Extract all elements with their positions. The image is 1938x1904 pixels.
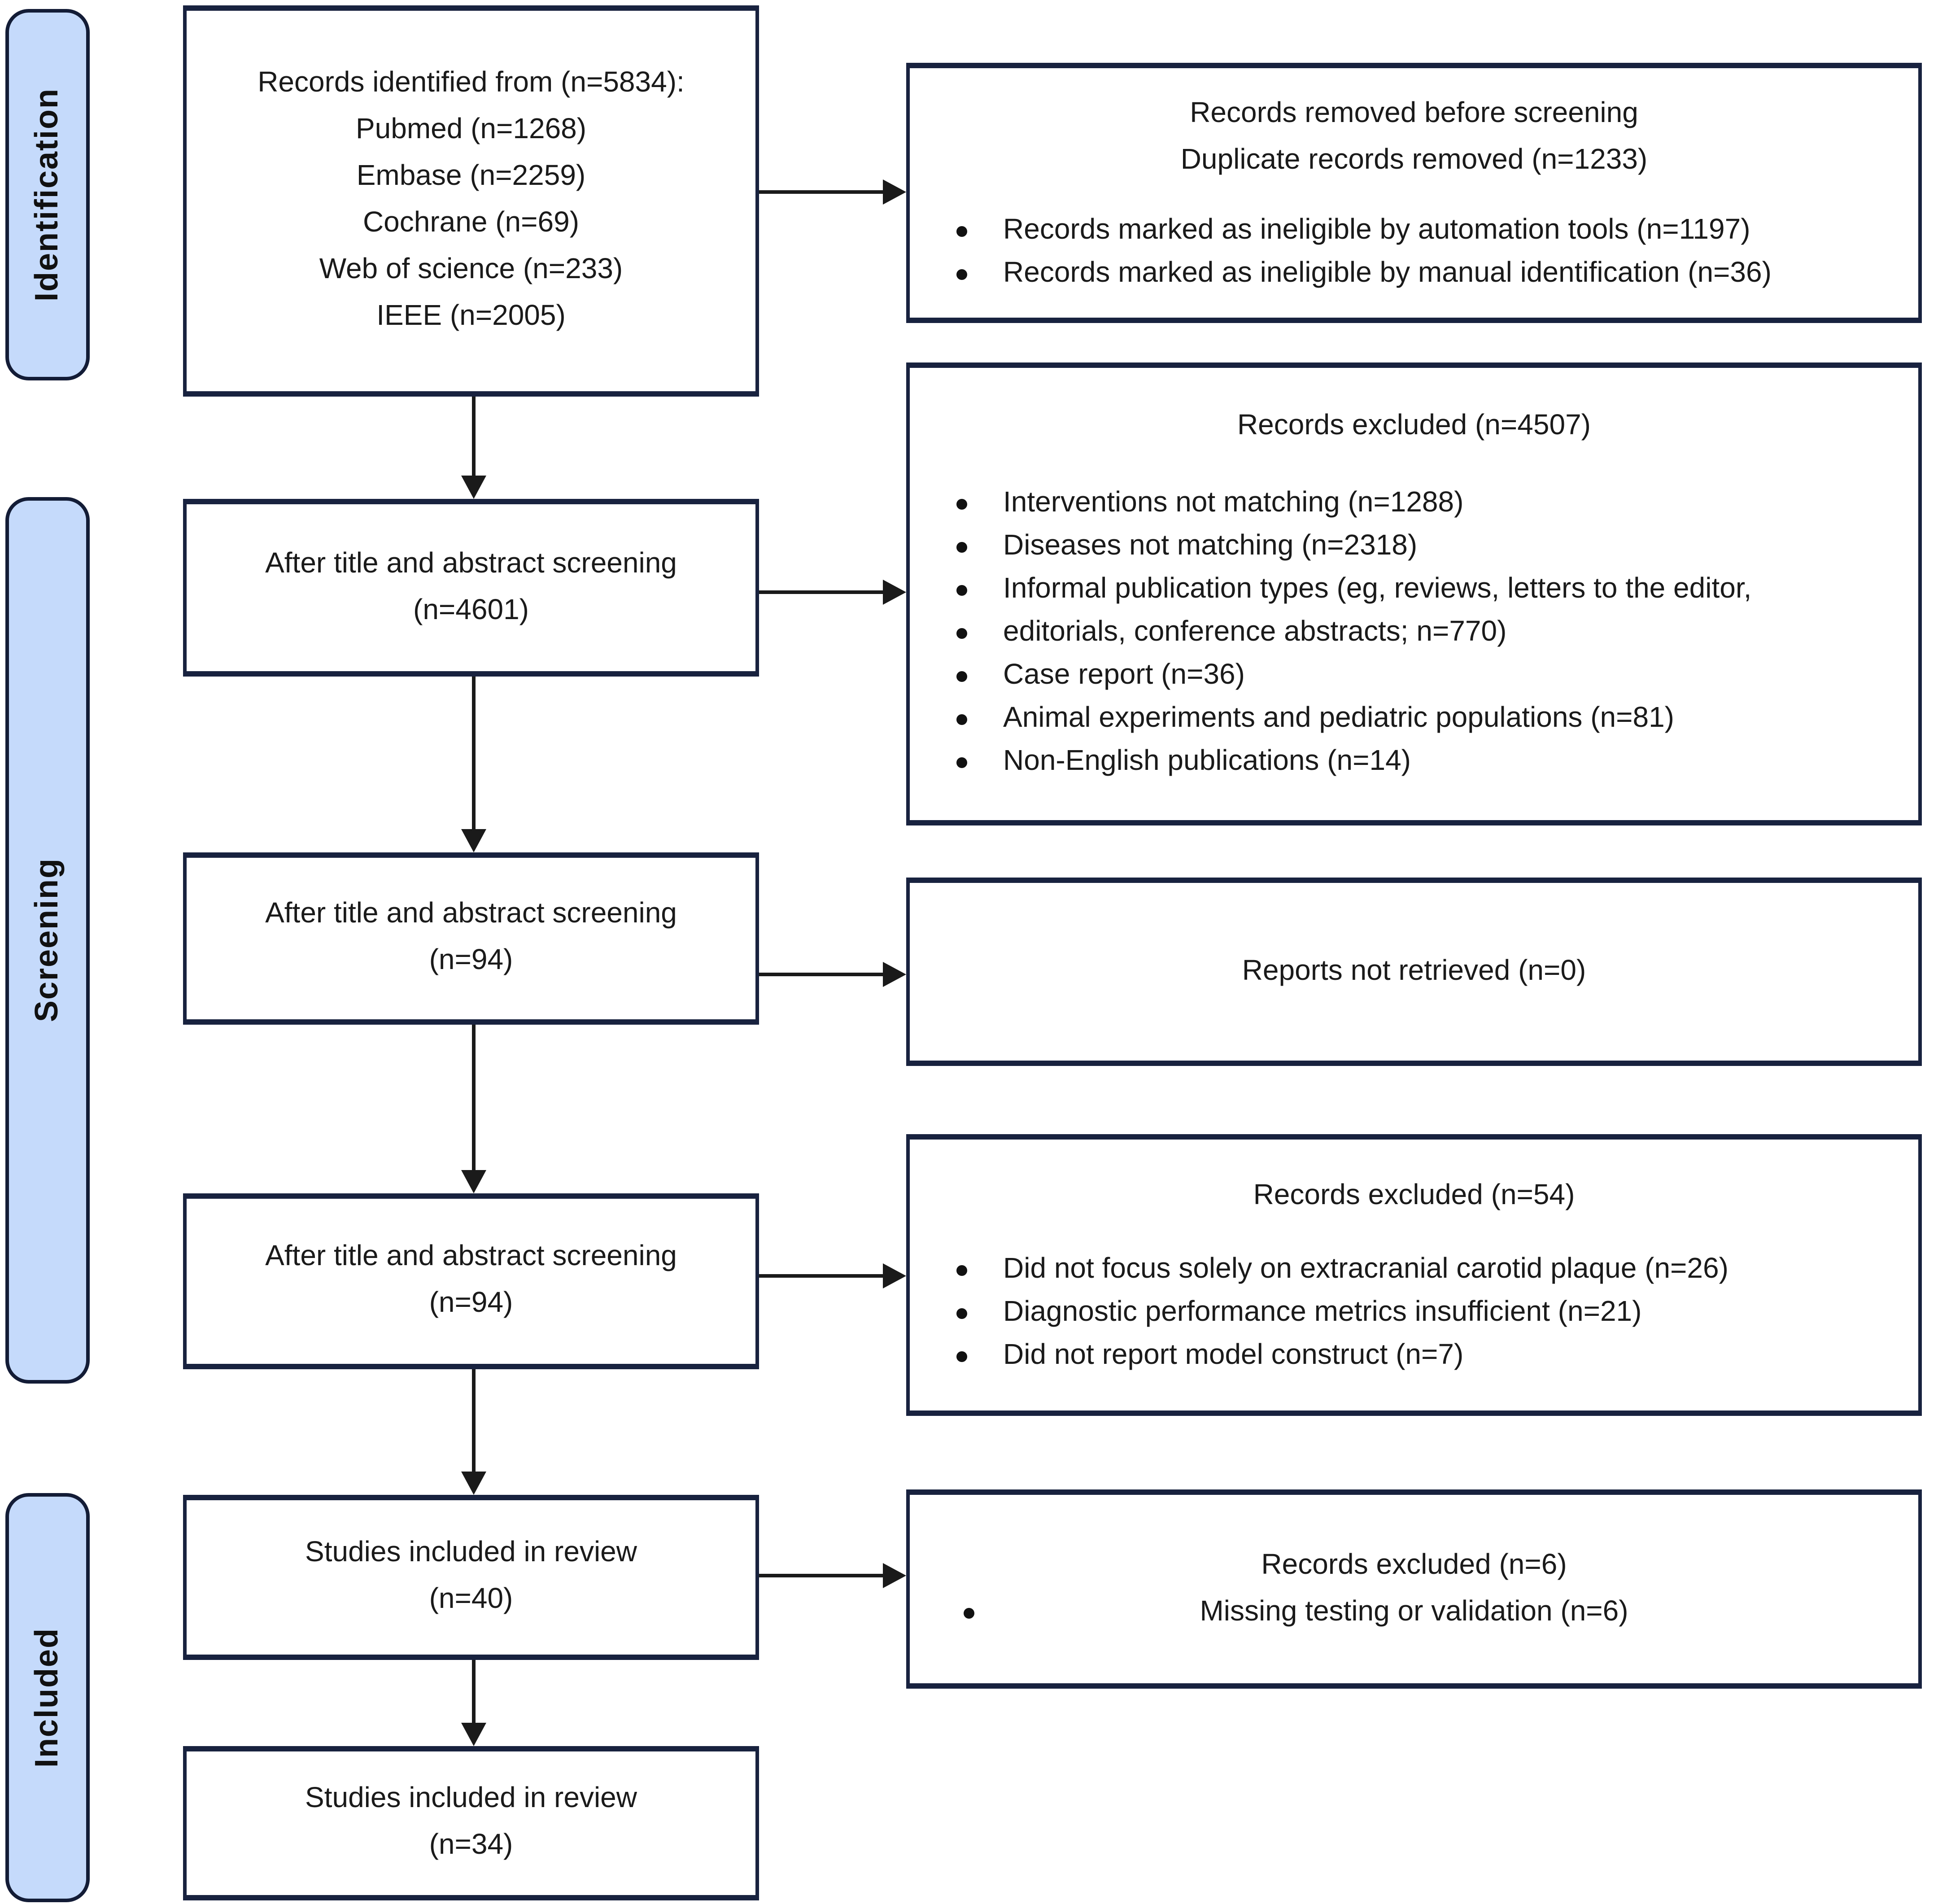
bullet-item: Records marked as ineligible by manual i… [935,252,1900,295]
bullet-item: Animal experiments and pediatric populat… [935,698,1900,741]
box-title-line: Duplicate records removed (n=1233) [1180,144,1648,175]
flow-arrow-down-5 [461,1660,486,1746]
box-text-line: (n=40) [429,1585,513,1615]
bullet-item: Records marked as ineligible by automati… [935,209,1900,252]
flow-arrow-right-3 [759,962,906,987]
stage-label-screening: Screening [29,858,65,1023]
box-records-excluded-6: Records excluded (n=6) Missing testing o… [906,1489,1922,1689]
box-after-title-abstract-4601: After title and abstract screening (n=46… [183,499,759,677]
box-text-line: (n=94) [429,1288,513,1319]
box-after-title-abstract-94-a: After title and abstract screening (n=94… [183,852,759,1025]
stage-pill-identification: Identification [5,9,90,380]
box-text-line: IEEE (n=2005) [376,301,566,332]
bullet-item: Case report (n=36) [935,655,1900,698]
box-text-line: Web of science (n=233) [319,255,623,285]
bullet-list: Interventions not matching (n=1288) Dise… [910,483,1918,784]
box-text-line: Records identified from (n=5834): [258,68,685,99]
stage-pill-included: Included [5,1493,90,1902]
bullet-item: Missing testing or validation (n=6) [910,1589,1918,1636]
stage-label-included: Included [29,1627,65,1768]
flow-arrow-down-4 [461,1369,486,1495]
box-records-excluded-54: Records excluded (n=54) Did not focus so… [906,1134,1922,1416]
flow-arrow-down-1 [461,397,486,499]
box-studies-included-40: Studies included in review (n=40) [183,1495,759,1660]
bullet-item: Non-English publications (n=14) [935,741,1900,784]
box-text-line: Studies included in review [305,1538,637,1568]
box-after-title-abstract-94-b: After title and abstract screening (n=94… [183,1193,759,1369]
flow-arrow-right-2 [759,580,906,605]
bullet-list: Did not focus solely on extracranial car… [910,1248,1918,1377]
box-text-line: After title and abstract screening [265,548,677,579]
box-studies-included-34: Studies included in review (n=34) [183,1746,759,1900]
flow-arrow-down-2 [461,677,486,852]
stage-label-identification: Identification [29,88,65,301]
bullet-item: Did not report model construct (n=7) [935,1334,1900,1377]
box-text-line: (n=94) [429,946,513,976]
flow-arrow-right-4 [759,1263,906,1288]
bullet-item: Diagnostic performance metrics insuffici… [935,1291,1900,1334]
box-text-line: Cochrane (n=69) [362,208,579,239]
flow-arrow-right-1 [759,179,906,205]
box-text-line: (n=34) [429,1830,513,1861]
box-text-line: Studies included in review [305,1784,637,1814]
flow-arrow-down-3 [461,1025,486,1193]
box-title-line: Records excluded (n=54) [1253,1180,1575,1210]
box-records-identified: Records identified from (n=5834): Pubmed… [183,5,759,397]
box-text-line: After title and abstract screening [265,899,677,930]
bullet-item: Interventions not matching (n=1288) [935,483,1900,526]
box-reports-not-retrieved: Reports not retrieved (n=0) [906,878,1922,1066]
box-title-line: Records excluded (n=6) [1261,1550,1567,1580]
box-records-removed-before-screening: Records removed before screening Duplica… [906,63,1922,323]
box-text-line: (n=4601) [413,595,529,625]
bullet-item: Diseases not matching (n=2318) [935,526,1900,569]
box-records-excluded-4507: Records excluded (n=4507) Interventions … [906,362,1922,825]
box-title-line: Records excluded (n=4507) [1237,411,1591,441]
bullet-item: editorials, conference abstracts; n=770) [935,612,1900,655]
box-text-line: Embase (n=2259) [356,162,586,192]
flow-arrow-right-5 [759,1563,906,1588]
box-text-line: After title and abstract screening [265,1242,677,1272]
stage-pill-screening: Screening [5,497,90,1384]
box-text-line: Pubmed (n=1268) [355,115,587,145]
box-title-line: Records removed before screening [1190,98,1638,128]
bullet-item: Did not focus solely on extracranial car… [935,1248,1900,1291]
bullet-item: Informal publication types (eg, reviews,… [935,569,1900,612]
bullet-list: Records marked as ineligible by automati… [910,209,1918,295]
box-title-line: Reports not retrieved (n=0) [1242,956,1586,986]
